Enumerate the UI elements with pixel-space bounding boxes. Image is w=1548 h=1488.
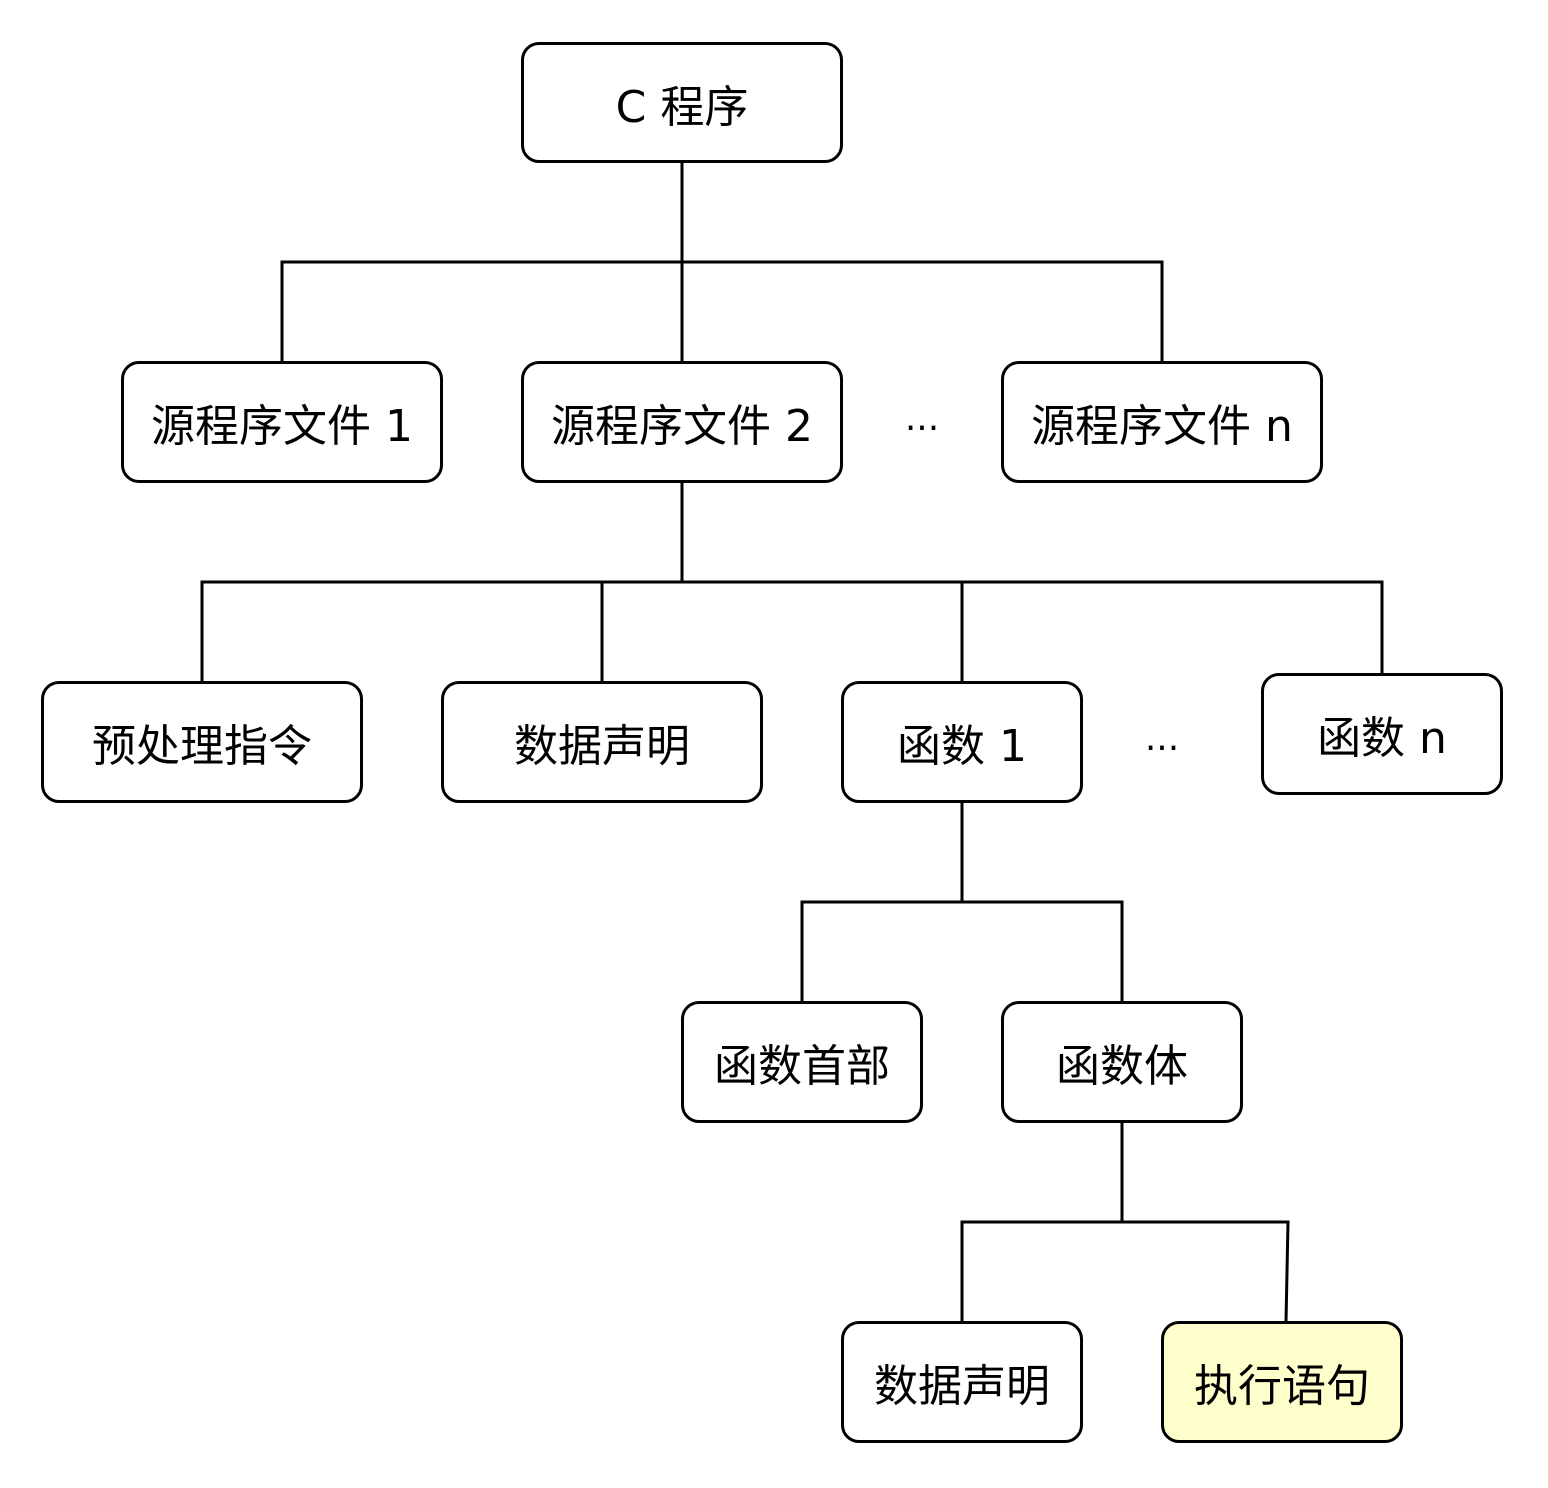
connector-level3-bar [800,900,1124,1002]
connector-level4-bar [960,1220,1290,1323]
node-source-file-n[interactable]: 源程序文件 n [1001,361,1323,483]
node-function-1[interactable]: 函数 1 [841,681,1083,803]
node-body-data-declaration[interactable]: 数据声明 [841,1321,1083,1443]
node-function-header[interactable]: 函数首部 [681,1001,923,1123]
node-c-program[interactable]: C 程序 [521,42,843,163]
connector-level1-bar [280,260,1164,362]
connector-level2-bar [200,580,1384,682]
functions-ellipsis: ... [1144,718,1180,759]
node-function-body[interactable]: 函数体 [1001,1001,1243,1123]
node-function-n[interactable]: 函数 n [1261,673,1503,795]
source-files-ellipsis: ... [904,398,940,439]
node-data-declaration[interactable]: 数据声明 [441,681,763,803]
node-source-file-1[interactable]: 源程序文件 1 [121,361,443,483]
node-executable-statements[interactable]: 执行语句 [1161,1321,1403,1443]
node-source-file-2[interactable]: 源程序文件 2 [521,361,843,483]
node-preprocessor-directives[interactable]: 预处理指令 [41,681,363,803]
